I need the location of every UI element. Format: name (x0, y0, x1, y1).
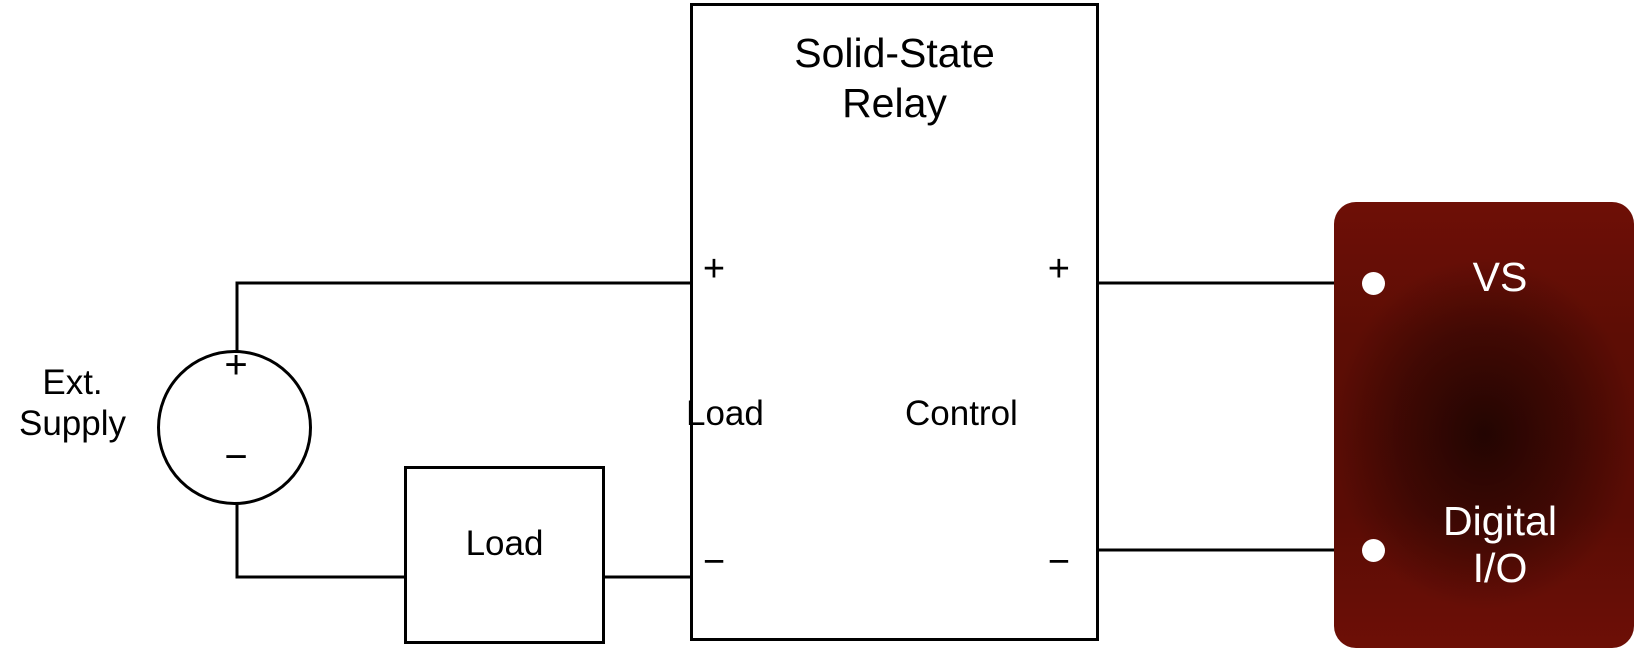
relay-load-side-label: Load (686, 394, 764, 433)
load-component-label: Load (465, 524, 544, 563)
relay-control-side-label: Control (905, 394, 1018, 433)
voltage-source-plus-terminal: + (224, 343, 248, 387)
device-vs-label: VS (1472, 254, 1528, 300)
relay-load-plus-terminal: + (702, 248, 726, 290)
load-component-box (404, 466, 605, 644)
device-digital-io-terminal-dot (1362, 539, 1385, 562)
voltage-source-minus-terminal: − (224, 435, 248, 479)
wire-supply-plus-to-relay-load-plus (235, 281, 694, 352)
device-panel (1334, 202, 1634, 648)
voltage-source-symbol (157, 350, 312, 505)
ext-supply-label: Ext. Supply (18, 363, 127, 443)
relay-load-minus-terminal: − (702, 541, 726, 583)
solid-state-relay-title: Solid-State Relay (794, 30, 995, 126)
relay-control-plus-terminal: + (1047, 248, 1070, 290)
device-digital-io-label: Digital I/O (1443, 498, 1557, 591)
wire-supply-minus-to-load-box (235, 503, 406, 579)
device-vs-terminal-dot (1362, 272, 1385, 295)
relay-control-minus-terminal: − (1047, 541, 1070, 583)
solid-state-relay-box (690, 3, 1099, 641)
